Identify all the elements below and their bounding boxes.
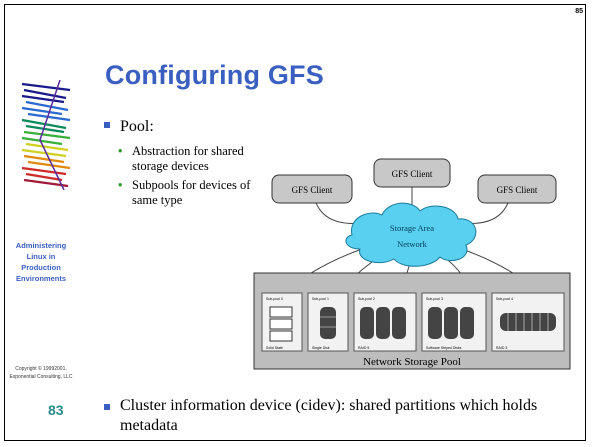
gfs-client-box: GFS Client	[477, 174, 557, 204]
bullet-dot-icon: •	[118, 178, 123, 192]
svg-text:Solid State: Solid State	[266, 346, 283, 350]
slide-number: 83	[48, 402, 64, 418]
svg-text:RAID 5: RAID 5	[358, 346, 369, 350]
svg-text:GFS Client: GFS Client	[497, 185, 538, 195]
svg-text:Sub-pool 0: Sub-pool 0	[266, 297, 283, 301]
bottom-bullet-text: Cluster information device (cidev): shar…	[120, 397, 538, 434]
square-bullet-icon	[104, 122, 110, 128]
slide-frame	[4, 4, 586, 441]
copyright-line2: Exponential Consulting, LLC	[9, 374, 73, 380]
svg-text:Network Storage Pool: Network Storage Pool	[363, 356, 461, 368]
copyright: Copyright © 19992001, Exponential Consul…	[0, 365, 82, 381]
sub-bullet-list: •Abstraction for shared storage devices …	[118, 144, 258, 212]
svg-text:Software Striped Disks: Software Striped Disks	[426, 346, 462, 350]
svg-text:GFS Client: GFS Client	[292, 185, 333, 195]
svg-text:GFS Client: GFS Client	[392, 169, 433, 179]
gfs-architecture-diagram: GFS Client GFS Client GFS Client Storage…	[253, 158, 571, 370]
bottom-bullet: Cluster information device (cidev): shar…	[104, 396, 574, 436]
gfs-client-box: GFS Client	[373, 158, 451, 188]
subpool-box: Sub-pool 2 RAID 5	[353, 292, 417, 352]
subpool-box: Sub-pool 3 Software Striped Disks	[421, 292, 487, 352]
svg-text:Sub-pool 2: Sub-pool 2	[358, 297, 375, 301]
svg-text:Sub-pool 4: Sub-pool 4	[496, 297, 513, 301]
logo-icon	[21, 80, 71, 190]
storage-area-network-cloud: Storage Area Network	[345, 202, 477, 267]
square-bullet-icon	[104, 404, 110, 410]
subpool-box: Sub-pool 1 Single Disk	[307, 292, 349, 352]
sub-bullet: •Subpools for devices of same type	[118, 178, 251, 207]
main-bullet: Pool:	[104, 118, 154, 136]
subpool-box: Sub-pool 0 Solid State	[261, 292, 303, 352]
gfs-client-box: GFS Client	[271, 174, 353, 204]
main-bullet-text: Pool:	[120, 118, 154, 135]
course-title: Administering Linux in Production Enviro…	[15, 241, 67, 283]
page-number: 85	[575, 8, 583, 15]
subpool-box: Sub-pool 4 RAID 3	[491, 292, 565, 352]
svg-text:Sub-pool 3: Sub-pool 3	[426, 297, 443, 301]
svg-text:RAID 3: RAID 3	[496, 346, 507, 350]
slide-title: Configuring GFS	[105, 60, 324, 90]
bullet-dot-icon: •	[118, 144, 123, 158]
svg-text:Single Disk: Single Disk	[312, 346, 330, 350]
svg-text:Network: Network	[397, 239, 427, 249]
svg-text:Storage Area: Storage Area	[390, 223, 434, 233]
copyright-line1: Copyright © 19992001,	[15, 366, 67, 372]
svg-text:Sub-pool 1: Sub-pool 1	[312, 297, 329, 301]
sub-bullet: •Abstraction for shared storage devices	[118, 144, 244, 173]
